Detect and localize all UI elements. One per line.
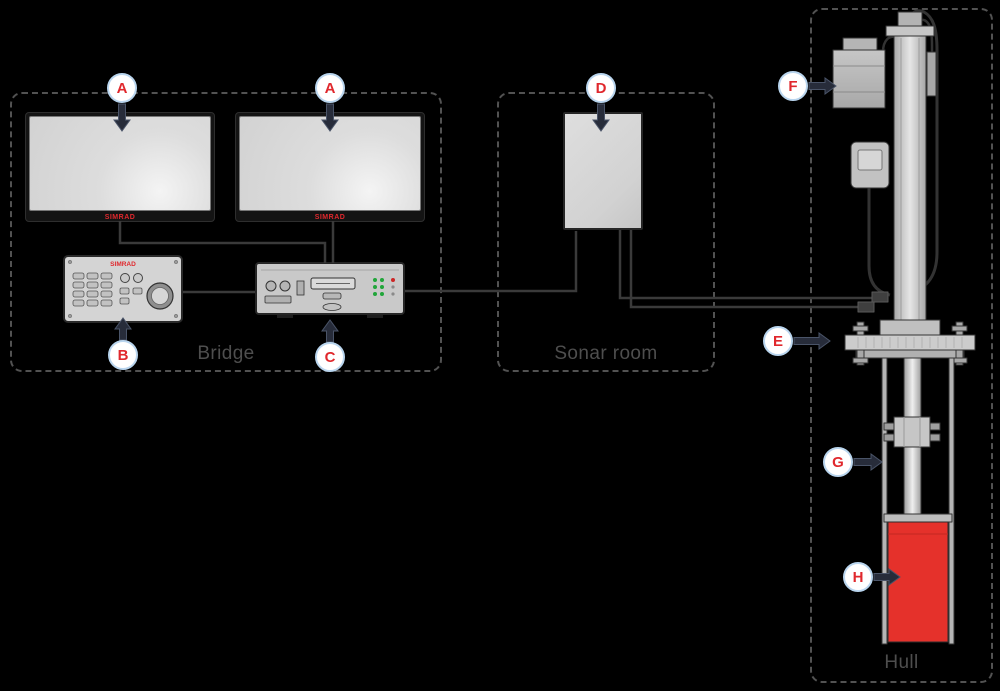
arrow-h-transducer — [873, 568, 901, 586]
arrow-e-mounting-flange — [793, 332, 831, 350]
bridge-section-label: Bridge — [197, 343, 255, 364]
cabinet-to-hull-cable-2 — [629, 230, 866, 309]
hoist-motor-unit — [832, 37, 886, 109]
cable-conduit — [926, 51, 937, 97]
callout-a-starboard-monitor: A — [315, 73, 345, 103]
sonar-room-cabinet — [563, 112, 643, 230]
operating-panel: SIMRAD — [63, 255, 183, 323]
hull-section: Hull — [810, 8, 993, 683]
arrow-a-port-monitor — [113, 103, 131, 132]
panel-screw — [68, 260, 72, 264]
arrow-c-processor — [321, 319, 339, 343]
flange-bolts — [852, 321, 968, 366]
cable-connectors — [857, 291, 889, 313]
callout-c-processor: C — [315, 342, 345, 372]
hull-section-label: Hull — [884, 652, 919, 673]
callout-a-port-monitor: A — [107, 73, 137, 103]
signal-cables — [118, 221, 874, 309]
arrow-b-operating-panel — [114, 317, 132, 341]
lower-guide-rails — [881, 357, 955, 645]
processor-unit-drawing — [255, 262, 405, 318]
processor-disc-drive — [310, 277, 356, 311]
panel-screw — [174, 314, 178, 318]
processor-connectors — [264, 280, 305, 304]
callout-h-transducer: H — [843, 562, 873, 592]
panel-button-grid — [72, 272, 113, 307]
mast-column — [885, 11, 937, 323]
callout-letter: A — [116, 79, 128, 97]
callout-letter: C — [324, 348, 336, 366]
operating-panel-drawing: SIMRAD — [63, 255, 183, 323]
callout-arrows — [113, 77, 901, 586]
callout-letter: G — [832, 453, 844, 471]
callout-letter: H — [852, 568, 864, 586]
callout-letter: D — [595, 79, 607, 97]
callout-d-cabinet: D — [586, 73, 616, 103]
callout-f-motor-unit: F — [778, 71, 808, 101]
processor-unit — [255, 262, 405, 322]
cabinet-to-hull-cable-1 — [618, 230, 874, 300]
callout-g-shaft: G — [823, 447, 853, 477]
port-monitor: SIMRAD — [25, 112, 215, 222]
starboard-monitor-simrad-logo: SIMRAD — [314, 214, 346, 221]
hull-unit — [832, 9, 976, 645]
panel-screw — [174, 260, 178, 264]
transducer — [883, 513, 953, 643]
callout-letter: F — [788, 77, 798, 95]
mounting-flange — [844, 319, 976, 366]
processor-to-cabinet-cable — [405, 231, 578, 293]
panel-rotary-buttons — [119, 273, 143, 305]
port-monitor-simrad-logo: SIMRAD — [104, 214, 136, 221]
sonar-room-section-label: Sonar room — [554, 343, 658, 364]
callout-letter: E — [772, 332, 783, 350]
port-monitor-cable — [118, 221, 327, 263]
panel-trackball — [146, 282, 174, 310]
arrow-g-shaft — [853, 453, 883, 471]
processor-led-indicators — [373, 278, 395, 296]
panel-screw — [68, 314, 72, 318]
callout-e-mounting-flange: E — [763, 326, 793, 356]
arrow-d-cabinet — [592, 103, 610, 132]
junction-box — [850, 141, 890, 189]
callout-letter: B — [117, 346, 129, 364]
callout-b-operating-panel: B — [108, 340, 138, 370]
shaft-clamp — [883, 416, 941, 448]
arrow-a-starboard-monitor — [321, 103, 339, 132]
callout-letter: A — [324, 79, 336, 97]
panel-simrad-logo: SIMRAD — [110, 261, 136, 268]
bridge-section: Bridge — [10, 92, 442, 372]
starboard-monitor: SIMRAD — [235, 112, 425, 222]
arrow-f-motor-unit — [808, 77, 837, 95]
